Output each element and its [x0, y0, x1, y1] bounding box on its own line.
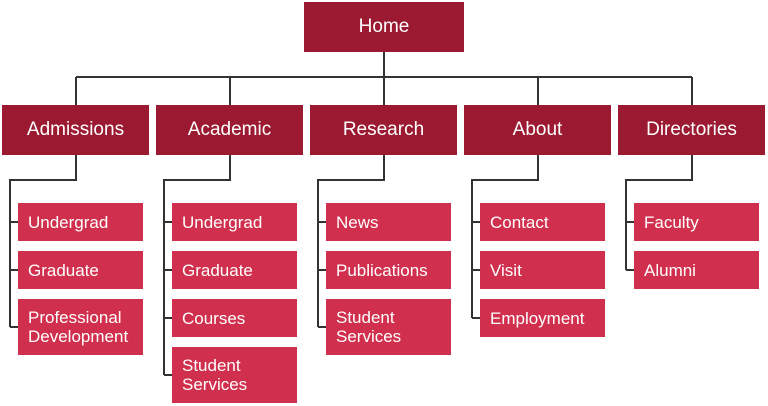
page-undergrad[interactable]: Undergrad	[18, 203, 143, 241]
page-visit[interactable]: Visit	[480, 251, 605, 289]
page-employment[interactable]: Employment	[480, 299, 605, 337]
page-news[interactable]: News	[326, 203, 451, 241]
page-alumni[interactable]: Alumni	[634, 251, 759, 289]
page-graduate[interactable]: Graduate	[172, 251, 297, 289]
page-student-services[interactable]: Student Services	[326, 299, 451, 355]
page-courses[interactable]: Courses	[172, 299, 297, 337]
page-contact[interactable]: Contact	[480, 203, 605, 241]
home-node[interactable]: Home	[304, 2, 464, 52]
section-admissions[interactable]: Admissions	[2, 105, 149, 155]
page-publications[interactable]: Publications	[326, 251, 451, 289]
page-graduate[interactable]: Graduate	[18, 251, 143, 289]
section-research[interactable]: Research	[310, 105, 457, 155]
section-directories[interactable]: Directories	[618, 105, 765, 155]
page-professional-development[interactable]: Professional Development	[18, 299, 143, 355]
page-student-services[interactable]: Student Services	[172, 347, 297, 403]
section-about[interactable]: About	[464, 105, 611, 155]
page-faculty[interactable]: Faculty	[634, 203, 759, 241]
section-academic[interactable]: Academic	[156, 105, 303, 155]
page-undergrad[interactable]: Undergrad	[172, 203, 297, 241]
